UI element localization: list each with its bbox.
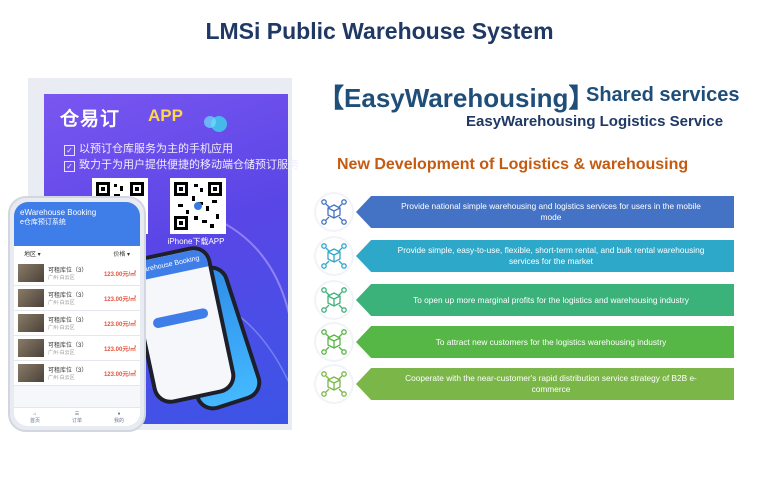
check-icon: ✓ (64, 145, 75, 156)
phone-header-title: eWarehouse Booking (20, 208, 97, 217)
table-row[interactable]: 可租库位（3）广州·白云区 123.00元/㎡ (14, 361, 140, 386)
phone-header: eWarehouse Booking e仓库预订系统 (14, 202, 140, 246)
warehouse-thumbnail (18, 289, 44, 307)
network-cube-icon (316, 324, 352, 360)
bracket-close: 】 (568, 83, 595, 113)
development-item: Provide national simple warehousing and … (356, 196, 734, 228)
cube-network-graphic (321, 329, 347, 355)
row-info: 可租库位（3）广州·白云区 (48, 290, 87, 306)
headline-brand: 【EasyWarehousing】 (318, 78, 594, 115)
headline-shared: Shared services (586, 84, 740, 106)
filter-price[interactable]: 价格 ▾ (113, 252, 130, 258)
row-location: 广州·白云区 (48, 375, 75, 381)
row-price: 123.00元/㎡ (103, 271, 136, 278)
warehouse-thumbnail (18, 364, 44, 382)
table-row[interactable]: 可租库位（3）广州·白云区 123.00元/㎡ (14, 261, 140, 286)
qr-code-iphone[interactable] (170, 178, 226, 234)
table-row[interactable]: 可租库位（3）广州·白云区 123.00元/㎡ (14, 336, 140, 361)
phone-tab-bar: ⌂首页 ☰订单 ●我的 (14, 407, 140, 426)
network-cube-icon (316, 194, 352, 230)
phone-filter-bar: 地区 ▾ 价格 ▾ (14, 246, 140, 261)
tab-profile[interactable]: ●我的 (114, 411, 124, 424)
row-location: 广州·白云区 (48, 325, 75, 331)
bracket-open: 【 (318, 83, 345, 113)
cube-network-graphic (321, 243, 347, 269)
cube-network-graphic (321, 287, 347, 313)
table-row[interactable]: 可租库位（3）广州·白云区 123.00元/㎡ (14, 311, 140, 336)
row-location: 广州·白云区 (48, 300, 75, 306)
warehouse-thumbnail (18, 339, 44, 357)
network-cube-icon (316, 238, 352, 274)
tab-label: 首页 (29, 417, 40, 424)
development-item: Provide simple, easy-to-use, flexible, s… (356, 240, 734, 272)
brand-name: EasyWarehousing (344, 83, 569, 113)
feature-text: 致力于为用户提供便捷的移动端仓储预订服务 (79, 159, 299, 171)
warehouse-thumbnail (18, 314, 44, 332)
row-price: 123.00元/㎡ (103, 296, 136, 303)
cube-network-graphic (321, 371, 347, 397)
row-price: 123.00元/㎡ (103, 371, 136, 378)
tab-orders[interactable]: ☰订单 (72, 411, 82, 424)
row-name: 可租库位（3） (48, 368, 88, 374)
phone-header-subtitle: e仓库预订系统 (20, 219, 66, 226)
feature-item: ✓ 致力于为用户提供便捷的移动端仓储预订服务 (64, 156, 299, 172)
warehouse-thumbnail (18, 264, 44, 282)
cube-network-graphic (321, 199, 347, 225)
app-badge: APP (148, 106, 183, 125)
filter-region[interactable]: 地区 ▾ (24, 252, 41, 258)
login-button[interactable] (152, 307, 209, 329)
tab-home[interactable]: ⌂首页 (30, 411, 40, 424)
row-price: 123.00元/㎡ (103, 321, 136, 328)
development-item: To open up more marginal profits for the… (356, 284, 734, 316)
network-cube-icon (316, 366, 352, 402)
development-heading: New Development of Logistics & warehousi… (337, 156, 689, 173)
app-name: 仓易订 (60, 109, 121, 130)
row-location: 广州·白云区 (48, 275, 75, 281)
phone-screen: eWarehouse Booking e仓库预订系统 地区 ▾ 价格 ▾ 可租库… (14, 202, 140, 426)
list-icon: ☰ (74, 410, 80, 417)
tab-label: 我的 (113, 417, 124, 424)
home-icon: ⌂ (33, 410, 37, 417)
row-name: 可租库位（3） (48, 268, 88, 274)
development-item: Cooperate with the near-customer's rapid… (356, 368, 734, 400)
row-name: 可租库位（3） (48, 318, 88, 324)
row-name: 可租库位（3） (48, 293, 88, 299)
network-cube-icon (316, 282, 352, 318)
row-info: 可租库位（3）广州·白云区 (48, 265, 87, 281)
development-item: To attract new customers for the logisti… (356, 326, 734, 358)
row-name: 可租库位（3） (48, 343, 88, 349)
page-title: LMSi Public Warehouse System (205, 18, 554, 44)
headline-subtitle: EasyWarehousing Logistics Service (466, 113, 724, 130)
feature-text: 以预订仓库服务为主的手机应用 (79, 143, 233, 155)
row-location: 广州·白云区 (48, 350, 75, 356)
row-info: 可租库位（3）广州·白云区 (48, 340, 87, 356)
phone-front: eWarehouse Booking e仓库预订系统 地区 ▾ 价格 ▾ 可租库… (8, 196, 146, 432)
row-info: 可租库位（3）广州·白云区 (48, 365, 87, 381)
row-info: 可租库位（3）广州·白云区 (48, 315, 87, 331)
tab-label: 订单 (71, 417, 82, 424)
qr-iphone-label: iPhone下载APP (167, 237, 225, 246)
table-row[interactable]: 可租库位（3）广州·白云区 123.00元/㎡ (14, 286, 140, 311)
user-icon: ● (117, 410, 121, 417)
check-icon: ✓ (64, 161, 75, 172)
row-price: 123.00元/㎡ (103, 346, 136, 353)
feature-item: ✓ 以预订仓库服务为主的手机应用 (64, 140, 233, 156)
